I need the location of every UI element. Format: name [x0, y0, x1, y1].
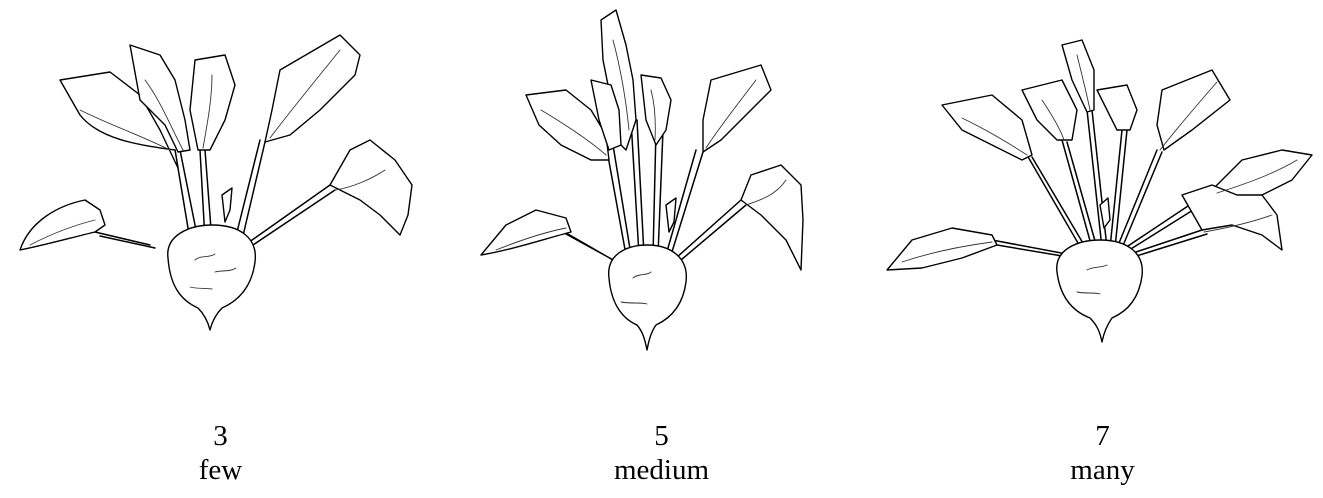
- beet-plant-few-leaves-illustration: [0, 0, 441, 400]
- beet-plant-medium-leaves-illustration: [441, 0, 882, 400]
- scale-number: 3: [0, 420, 441, 452]
- leaf: [1097, 85, 1137, 130]
- scale-number: 7: [882, 420, 1323, 452]
- leaf: [703, 65, 771, 152]
- scale-number: 5: [441, 420, 882, 452]
- leaf: [1157, 70, 1230, 150]
- scale-label: many: [882, 454, 1323, 486]
- leaf: [942, 95, 1032, 160]
- scale-label: medium: [441, 454, 882, 486]
- leaf: [190, 55, 235, 150]
- leaf: [330, 140, 412, 235]
- leaf: [641, 75, 671, 145]
- leaf: [20, 200, 105, 250]
- beet-root: [609, 245, 687, 350]
- leaf: [481, 210, 571, 255]
- leaf: [1022, 80, 1077, 140]
- leaf: [741, 165, 803, 270]
- beet-root: [1057, 240, 1143, 342]
- scale-label: few: [0, 454, 441, 486]
- beet-root: [168, 225, 256, 330]
- panel-few: 3 few: [0, 0, 441, 498]
- beet-plant-many-leaves-illustration: [882, 0, 1323, 400]
- leaf: [222, 188, 232, 222]
- panel-medium: 5 medium: [441, 0, 882, 498]
- panel-many: 7 many: [882, 0, 1323, 498]
- leaf: [887, 228, 997, 270]
- leaf: [1182, 185, 1282, 250]
